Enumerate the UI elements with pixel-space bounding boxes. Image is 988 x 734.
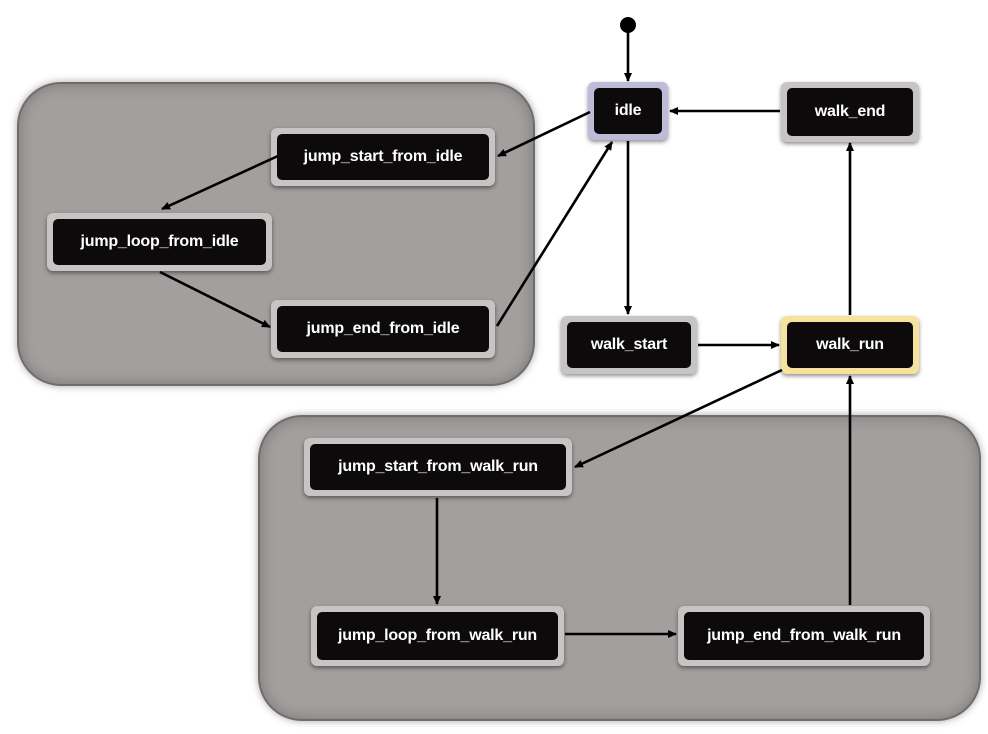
state-jump-loop-from-walk-run[interactable]: jump_loop_from_walk_run — [311, 606, 564, 666]
state-walk-run[interactable]: walk_run — [781, 316, 919, 374]
state-walk-end[interactable]: walk_end — [781, 82, 919, 142]
entry-point-icon — [620, 17, 636, 33]
state-walk-end-label: walk_end — [787, 88, 913, 136]
state-walk-run-label: walk_run — [787, 322, 913, 368]
state-jump-loop-from-walk-run-label: jump_loop_from_walk_run — [317, 612, 558, 660]
state-walk-start[interactable]: walk_start — [561, 316, 697, 374]
state-jump-end-from-idle[interactable]: jump_end_from_idle — [271, 300, 495, 358]
state-jump-end-from-walk-run-label: jump_end_from_walk_run — [684, 612, 924, 660]
state-idle-label: idle — [594, 88, 662, 134]
state-jump-loop-from-idle[interactable]: jump_loop_from_idle — [47, 213, 272, 271]
state-jump-loop-from-idle-label: jump_loop_from_idle — [53, 219, 266, 265]
state-jump-start-from-idle[interactable]: jump_start_from_idle — [271, 128, 495, 186]
state-walk-start-label: walk_start — [567, 322, 691, 368]
state-jump-start-from-walk-run-label: jump_start_from_walk_run — [310, 444, 566, 490]
state-jump-end-from-idle-label: jump_end_from_idle — [277, 306, 489, 352]
state-jump-start-from-idle-label: jump_start_from_idle — [277, 134, 489, 180]
state-jump-start-from-walk-run[interactable]: jump_start_from_walk_run — [304, 438, 572, 496]
state-idle[interactable]: idle — [588, 82, 668, 140]
state-jump-end-from-walk-run[interactable]: jump_end_from_walk_run — [678, 606, 930, 666]
